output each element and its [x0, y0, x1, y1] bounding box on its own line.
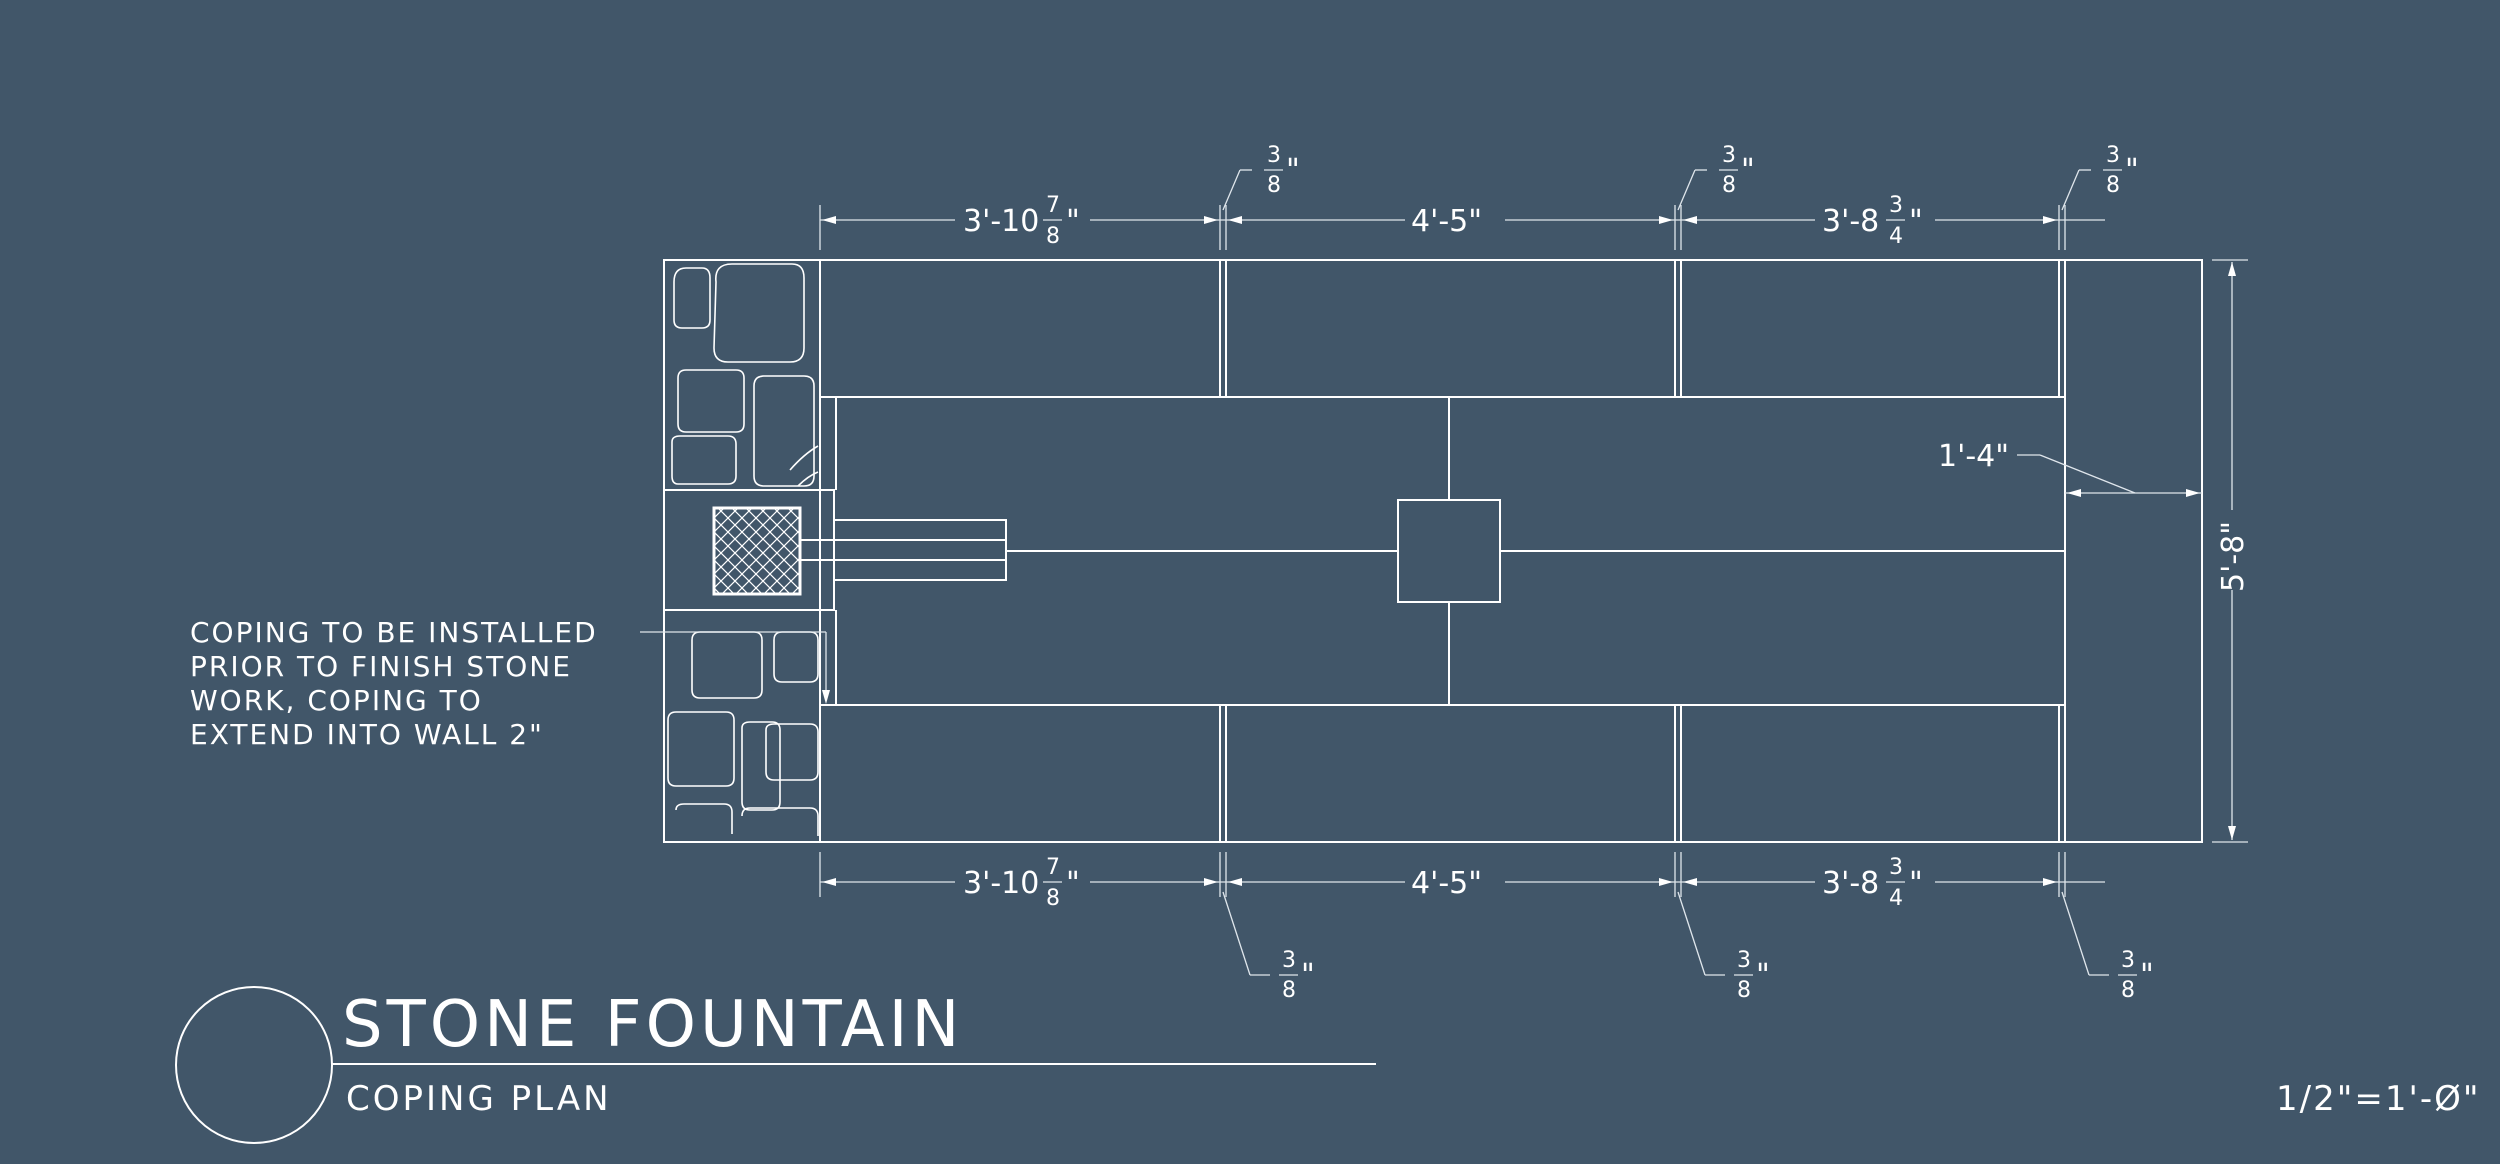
- svg-text:": ": [2140, 958, 2154, 993]
- fountain-spout: [663, 489, 1007, 611]
- dim-bottom-3: 3'-8 3 4 ": [1815, 855, 1935, 911]
- dim-bottom-2: 4'-5": [1405, 862, 1505, 902]
- svg-text:3'-8: 3'-8: [1822, 204, 1879, 239]
- svg-text:4'-5": 4'-5": [1411, 204, 1482, 239]
- svg-text:": ": [1286, 153, 1300, 188]
- joint-label-top-2: 3 8 ": [1719, 143, 1755, 198]
- dim-top-1: 3'-10 7 8 ": [955, 193, 1090, 249]
- svg-text:3: 3: [1282, 948, 1296, 973]
- svg-text:8: 8: [2106, 173, 2120, 198]
- drawing-subtitle: COPING PLAN: [346, 1079, 612, 1119]
- svg-text:8: 8: [2121, 978, 2135, 1003]
- svg-text:8: 8: [1046, 224, 1060, 249]
- svg-text:3: 3: [1737, 948, 1751, 973]
- svg-text:4: 4: [1889, 886, 1903, 911]
- svg-text:3'-10: 3'-10: [963, 866, 1039, 901]
- coping-note: COPING TO BE INSTALLED PRIOR TO FINISH S…: [190, 616, 830, 751]
- svg-text:7: 7: [1046, 855, 1060, 880]
- drawing-scale: 1/2"=1'-Ø": [2276, 1079, 2481, 1119]
- svg-text:PRIOR TO FINISH STONE: PRIOR TO FINISH STONE: [190, 650, 572, 683]
- svg-text:": ": [1909, 204, 1923, 239]
- svg-text:8: 8: [1737, 978, 1751, 1003]
- svg-text:8: 8: [1046, 886, 1060, 911]
- svg-text:COPING TO BE INSTALLED: COPING TO BE INSTALLED: [190, 616, 598, 649]
- svg-text:": ": [1741, 153, 1755, 188]
- svg-text:WORK, COPING TO: WORK, COPING TO: [190, 684, 483, 717]
- svg-text:1'-4": 1'-4": [1938, 439, 2009, 474]
- joint-label-bottom-3: 3 8 ": [2118, 948, 2154, 1003]
- svg-text:7: 7: [1046, 193, 1060, 218]
- svg-text:3: 3: [1889, 193, 1903, 218]
- svg-text:EXTEND INTO WALL 2": EXTEND INTO WALL 2": [190, 718, 544, 751]
- joint-label-top-1: 3 8 ": [1264, 143, 1300, 198]
- svg-text:3: 3: [1722, 143, 1736, 168]
- svg-text:3'-8: 3'-8: [1822, 866, 1879, 901]
- svg-text:4: 4: [1889, 224, 1903, 249]
- drawing-title: STONE FOUNTAIN: [342, 988, 963, 1062]
- joint-label-bottom-1: 3 8 ": [1279, 948, 1315, 1003]
- svg-text:8: 8: [1722, 173, 1736, 198]
- dim-bottom-1: 3'-10 7 8 ": [955, 855, 1090, 911]
- svg-text:": ": [1301, 958, 1315, 993]
- svg-text:4'-5": 4'-5": [1411, 866, 1482, 901]
- svg-text:": ": [1066, 204, 1080, 239]
- dim-top-3: 3'-8 3 4 ": [1815, 193, 1935, 249]
- joint-label-top-3: 3 8 ": [2103, 143, 2139, 198]
- joint-label-bottom-2: 3 8 ": [1734, 948, 1770, 1003]
- svg-text:": ": [1066, 866, 1080, 901]
- svg-text:3: 3: [2106, 143, 2120, 168]
- dim-top-2: 4'-5": [1405, 200, 1505, 240]
- ledge-dimension: 1'-4": [1938, 439, 2202, 497]
- svg-text:8: 8: [1267, 173, 1281, 198]
- svg-text:5'-8": 5'-8": [2216, 521, 2251, 592]
- coping-outline: [819, 259, 2203, 843]
- svg-text:3: 3: [1889, 855, 1903, 880]
- svg-text:": ": [2125, 153, 2139, 188]
- svg-text:": ": [1756, 958, 1770, 993]
- stone-wall: [663, 259, 821, 843]
- coping-joints: [1219, 260, 2060, 842]
- overall-width-dimension: 5'-8": [2212, 259, 2251, 843]
- svg-text:3'-10: 3'-10: [963, 204, 1039, 239]
- svg-text:3: 3: [2121, 948, 2135, 973]
- title-block: STONE FOUNTAIN COPING PLAN 1/2"=1'-Ø": [175, 986, 2481, 1144]
- center-basin: [1006, 397, 2065, 705]
- svg-text:3: 3: [1267, 143, 1281, 168]
- svg-text:": ": [1909, 866, 1923, 901]
- svg-text:8: 8: [1282, 978, 1296, 1003]
